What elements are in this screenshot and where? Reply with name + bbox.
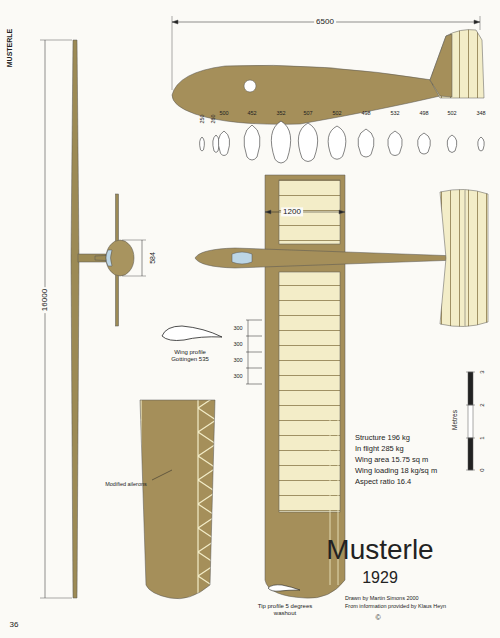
page-number: 36 xyxy=(10,620,19,629)
dimension: 507 xyxy=(303,110,312,116)
spec-line: Structure 196 kg xyxy=(355,434,410,443)
page-header: MUSTERLE xyxy=(6,29,14,68)
scale-number: 1 xyxy=(479,436,486,439)
spec-line: In flight 285 kg xyxy=(355,445,404,454)
dimension: 500 xyxy=(219,110,228,116)
spec-line: Wing area 15.75 sq m xyxy=(355,456,428,465)
credit: Drawn by Martin Simons 2000 xyxy=(345,595,419,601)
year: 1929 xyxy=(362,569,398,587)
dimension: 300 xyxy=(233,341,242,347)
dimension: 502 xyxy=(447,110,456,116)
dimension: 300 xyxy=(233,357,242,363)
cross-section xyxy=(271,121,290,163)
cross-section xyxy=(388,131,402,156)
profile-note: Tip profile 5 degrees washout xyxy=(248,603,323,617)
dimension: 502 xyxy=(332,110,341,116)
scale-unit: Metres xyxy=(451,410,458,430)
cross-section xyxy=(358,129,374,157)
copyright: © xyxy=(375,614,380,622)
spec-line: Aspect ratio 16.4 xyxy=(355,478,411,487)
spec-line: Wing loading 18 kg/sq m xyxy=(355,467,437,476)
cross-section xyxy=(447,135,457,153)
cross-section xyxy=(200,137,205,151)
dimension: 348 xyxy=(476,110,485,116)
dimension: 250 xyxy=(199,114,205,123)
cross-section xyxy=(418,133,431,154)
credit: From information provided by Klaus Heyn xyxy=(345,603,446,609)
dimension: 498 xyxy=(419,110,428,116)
cross-section xyxy=(298,123,317,162)
drawing-title: Musterle xyxy=(326,534,433,566)
profile-note: Wing profile Gottingen 535 xyxy=(163,349,218,363)
cross-section xyxy=(328,126,346,159)
cross-section xyxy=(244,125,260,160)
dimension: 452 xyxy=(247,110,256,116)
scale-number: 3 xyxy=(479,370,486,373)
dimension: 352 xyxy=(276,110,285,116)
dimension: 16000 xyxy=(40,287,49,313)
dimension: 300 xyxy=(233,325,242,331)
cross-section xyxy=(218,131,229,156)
dimension: 532 xyxy=(390,110,399,116)
dimension: 498 xyxy=(361,110,370,116)
dimension: 260 xyxy=(210,114,216,123)
dimension: 300 xyxy=(233,373,242,379)
dimension: 6500 xyxy=(314,17,336,26)
dimension: 584 xyxy=(149,252,157,264)
part-note: Modified ailerons xyxy=(105,481,147,487)
cross-section xyxy=(478,137,484,151)
scale-number: 0 xyxy=(479,468,486,471)
dimension: 1200 xyxy=(281,207,303,216)
scale-number: 2 xyxy=(479,403,486,406)
